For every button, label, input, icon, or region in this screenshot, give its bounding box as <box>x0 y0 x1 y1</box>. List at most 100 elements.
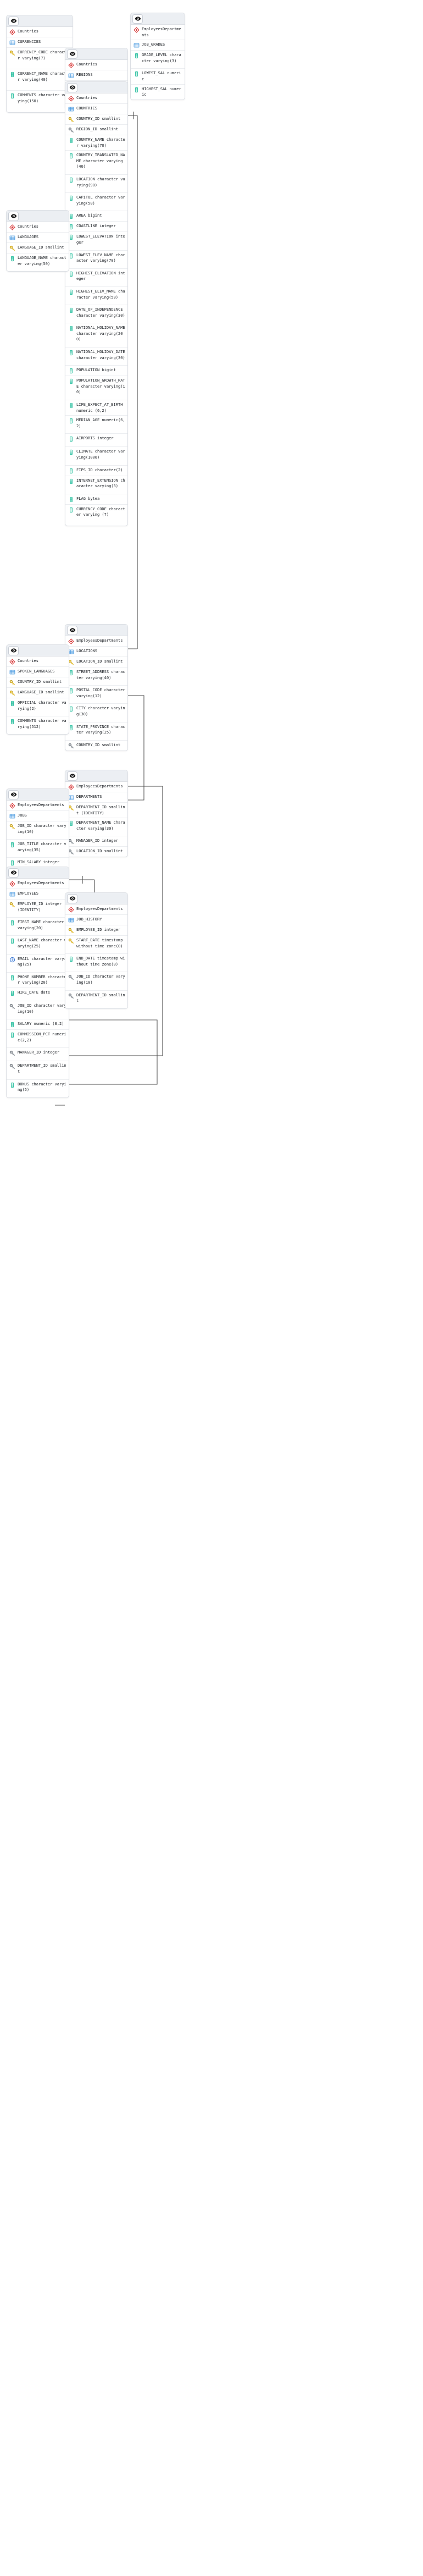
column-row-employees-0[interactable]: EMPLOYEE_ID integer (IDENTITY) <box>7 900 69 918</box>
diagram-name-departments[interactable]: EmployeesDepartments <box>65 782 127 792</box>
column-row-countries-3[interactable]: COUNTRY_TRANSLATED_NAME character varyin… <box>65 151 127 175</box>
eye-icon[interactable] <box>8 211 19 221</box>
column-row-countries-0[interactable]: COUNTRY_ID smallint <box>65 114 127 125</box>
eye-icon[interactable] <box>67 82 77 92</box>
column-row-countries-10[interactable]: HIGHEST_ELEVATION integer <box>65 269 127 287</box>
column-row-job_history-3[interactable]: JOB_ID character varying(10) <box>65 972 127 991</box>
column-row-locations-1[interactable]: STREET_ADDRESS character varying(40) <box>65 668 127 686</box>
column-row-countries-12[interactable]: DATE_OF_INDEPENDENCE character varying(3… <box>65 305 127 324</box>
eye-icon[interactable] <box>8 16 19 26</box>
column-row-spoken_languages-1[interactable]: LANGUAGE_ID smallint <box>7 688 69 698</box>
column-row-countries-7[interactable]: COASTLINE integer <box>65 222 127 233</box>
column-row-countries-17[interactable]: LIFE_EXPECT_AT_BIRTH numeric (6,2) <box>65 400 127 416</box>
column-row-countries-6[interactable]: AREA bigint <box>65 211 127 222</box>
column-row-employees-2[interactable]: LAST_NAME character varying(25) <box>7 936 69 955</box>
table-name-job_history[interactable]: JOB_HISTORY <box>65 915 127 925</box>
column-row-employees-8[interactable]: COMMISSION_PCT numeric(2,2) <box>7 1030 69 1049</box>
eye-icon[interactable] <box>8 790 19 799</box>
column-row-countries-23[interactable]: FLAG bytea <box>65 494 127 505</box>
column-row-countries-4[interactable]: LOCATION character varying(90) <box>65 175 127 194</box>
diagram-name-countries[interactable]: Countries <box>65 93 127 104</box>
column-row-currencies-1[interactable]: CURRENCY_NAME character varying(40) <box>7 69 73 91</box>
column-row-countries-22[interactable]: INTERNET_EXTENSION character varying(3) <box>65 476 127 494</box>
column-row-locations-0[interactable]: LOCATION_ID smallint <box>65 657 127 668</box>
table-name-languages[interactable]: LANGUAGES <box>7 233 69 243</box>
table-name-job_grades[interactable]: JOB_GRADES <box>131 40 185 51</box>
diagram-name-regions[interactable]: Countries <box>65 60 127 70</box>
column-row-jobs-1[interactable]: JOB_TITLE character varying(35) <box>7 840 69 858</box>
column-row-departments-3[interactable]: LOCATION_ID smallint <box>65 847 127 857</box>
table-name-currencies[interactable]: CURRENCIES <box>7 37 73 48</box>
eye-icon[interactable] <box>67 893 77 903</box>
column-row-currencies-2[interactable]: COMMENTS character varying(150) <box>7 91 73 112</box>
column-row-job_history-2[interactable]: END_DATE timestamp without time zone(0) <box>65 954 127 973</box>
column-row-employees-4[interactable]: PHONE_NUMBER character varying(20) <box>7 973 69 988</box>
diagram-name-jobs[interactable]: EmployeesDepartments <box>7 801 69 811</box>
diagram-name-job_grades[interactable]: EmployeesDepartments <box>131 25 185 41</box>
column-row-job_grades-1[interactable]: LOWEST_SAL numeric <box>131 69 185 85</box>
column-row-jobs-0[interactable]: JOB_ID character varying(10) <box>7 821 69 840</box>
eye-icon[interactable] <box>8 646 19 655</box>
column-row-currencies-0[interactable]: CURRENCY_CODE character varying(7) <box>7 48 73 70</box>
eye-icon[interactable] <box>67 625 77 635</box>
column-row-countries-16[interactable]: POPULATION_GROWTH_RATE character varying… <box>65 376 127 401</box>
column-row-job_history-0[interactable]: EMPLOYEE_ID integer <box>65 925 127 936</box>
column-row-departments-0[interactable]: DEPARTMENT_ID smallint (IDENTITY) <box>65 803 127 819</box>
column-row-countries-1[interactable]: REGION_ID smallint <box>65 125 127 135</box>
column-row-countries-21[interactable]: FIPS_ID character(2) <box>65 466 127 476</box>
diagram-name-job_history[interactable]: EmployeesDepartments <box>65 904 127 915</box>
table-name-spoken_languages[interactable]: SPOKEN_LANGUAGES <box>7 667 69 677</box>
column-row-languages-1[interactable]: LANGUAGE_NAME character varying(50) <box>7 253 69 271</box>
column-row-employees-6[interactable]: JOB_ID character varying(10) <box>7 1001 69 1020</box>
table-name-employees[interactable]: EMPLOYEES <box>7 889 69 900</box>
table-name-departments[interactable]: DEPARTMENTS <box>65 792 127 803</box>
column-row-job_grades-0[interactable]: GRADE_LEVEL character varying(3) <box>131 51 185 69</box>
table-name-countries[interactable]: COUNTRIES <box>65 104 127 114</box>
column-row-countries-14[interactable]: NATIONAL_HOLIDAY_DATE character varying(… <box>65 347 127 366</box>
column-row-employees-11[interactable]: BONUS character varying(5) <box>7 1080 69 1097</box>
column-row-departments-1[interactable]: DEPARTMENT_NAME character varying(30) <box>65 818 127 837</box>
column-row-job_history-1[interactable]: START_DATE timestamp without time zone(0… <box>65 936 127 955</box>
column-row-locations-5[interactable]: COUNTRY_ID smallint <box>65 741 127 751</box>
eye-icon[interactable] <box>132 14 143 24</box>
eye-icon[interactable] <box>8 868 19 878</box>
eye-icon[interactable] <box>67 49 77 59</box>
column-row-countries-9[interactable]: LOWEST_ELEV_NAME character varying(70) <box>65 251 127 269</box>
column-row-countries-8[interactable]: LOWEST_ELEVATION integer <box>65 232 127 251</box>
column-row-countries-15[interactable]: POPULATION bigint <box>65 366 127 377</box>
column-row-countries-11[interactable]: HIGHEST_ELEV_NAME character varying(50) <box>65 287 127 306</box>
column-row-spoken_languages-3[interactable]: COMMENTS character varying(512) <box>7 716 69 734</box>
column-row-countries-13[interactable]: NATIONAL_HOLIDAY_NAME character varying(… <box>65 323 127 348</box>
diagram-name-currencies[interactable]: Countries <box>7 27 73 37</box>
diagram-name-employees[interactable]: EmployeesDepartments <box>7 879 69 889</box>
column-row-employees-1[interactable]: FIRST_NAME character varying(20) <box>7 918 69 936</box>
column-row-languages-0[interactable]: LANGUAGE_ID smallint <box>7 243 69 253</box>
column-row-employees-5[interactable]: HIRE_DATE date <box>7 988 69 1001</box>
column-row-locations-2[interactable]: POSTAL_CODE character varying(12) <box>65 686 127 704</box>
column-row-countries-24[interactable]: CURRENCY_CODE character varying (7) <box>65 505 127 526</box>
column-row-spoken_languages-2[interactable]: OFFICIAL character varying(2) <box>7 698 69 717</box>
column-row-countries-5[interactable]: CAPITOL character varying(50) <box>65 193 127 212</box>
column-row-employees-7[interactable]: SALARY numeric (8,2) <box>7 1019 69 1030</box>
column-row-countries-18[interactable]: MEDIAN_AGE numeric(6,2) <box>65 416 127 434</box>
diagram-name-spoken_languages[interactable]: Countries <box>7 657 69 667</box>
table-name-jobs[interactable]: JOBS <box>7 811 69 821</box>
column-row-spoken_languages-0[interactable]: COUNTRY_ID smallint <box>7 677 69 688</box>
column-row-departments-2[interactable]: MANAGER_ID integer <box>65 836 127 847</box>
column-row-countries-19[interactable]: AIRPORTS integer <box>65 434 127 448</box>
table-name-regions[interactable]: REGIONS <box>65 70 127 81</box>
table-name-locations[interactable]: LOCATIONS <box>65 647 127 657</box>
column-row-job_history-4[interactable]: DEPARTMENT_ID smallint <box>65 991 127 1008</box>
column-row-employees-9[interactable]: MANAGER_ID integer <box>7 1048 69 1062</box>
eye-icon[interactable] <box>67 771 77 781</box>
column-row-job_grades-2[interactable]: HIGHEST_SAL numeric <box>131 85 185 100</box>
